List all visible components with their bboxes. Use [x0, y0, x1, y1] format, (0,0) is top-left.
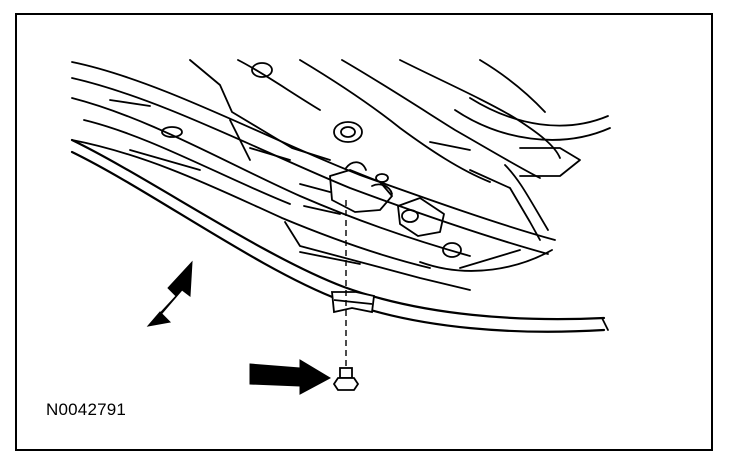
figure-id-label: N0042791: [46, 400, 127, 419]
arrow-icon: [146, 260, 193, 327]
cable-clip: [331, 291, 375, 314]
arrow-icon: [249, 359, 332, 395]
vehicle-underbody: [71, 59, 611, 291]
figure-frame: [15, 13, 713, 451]
bolt-icon: [332, 367, 360, 391]
